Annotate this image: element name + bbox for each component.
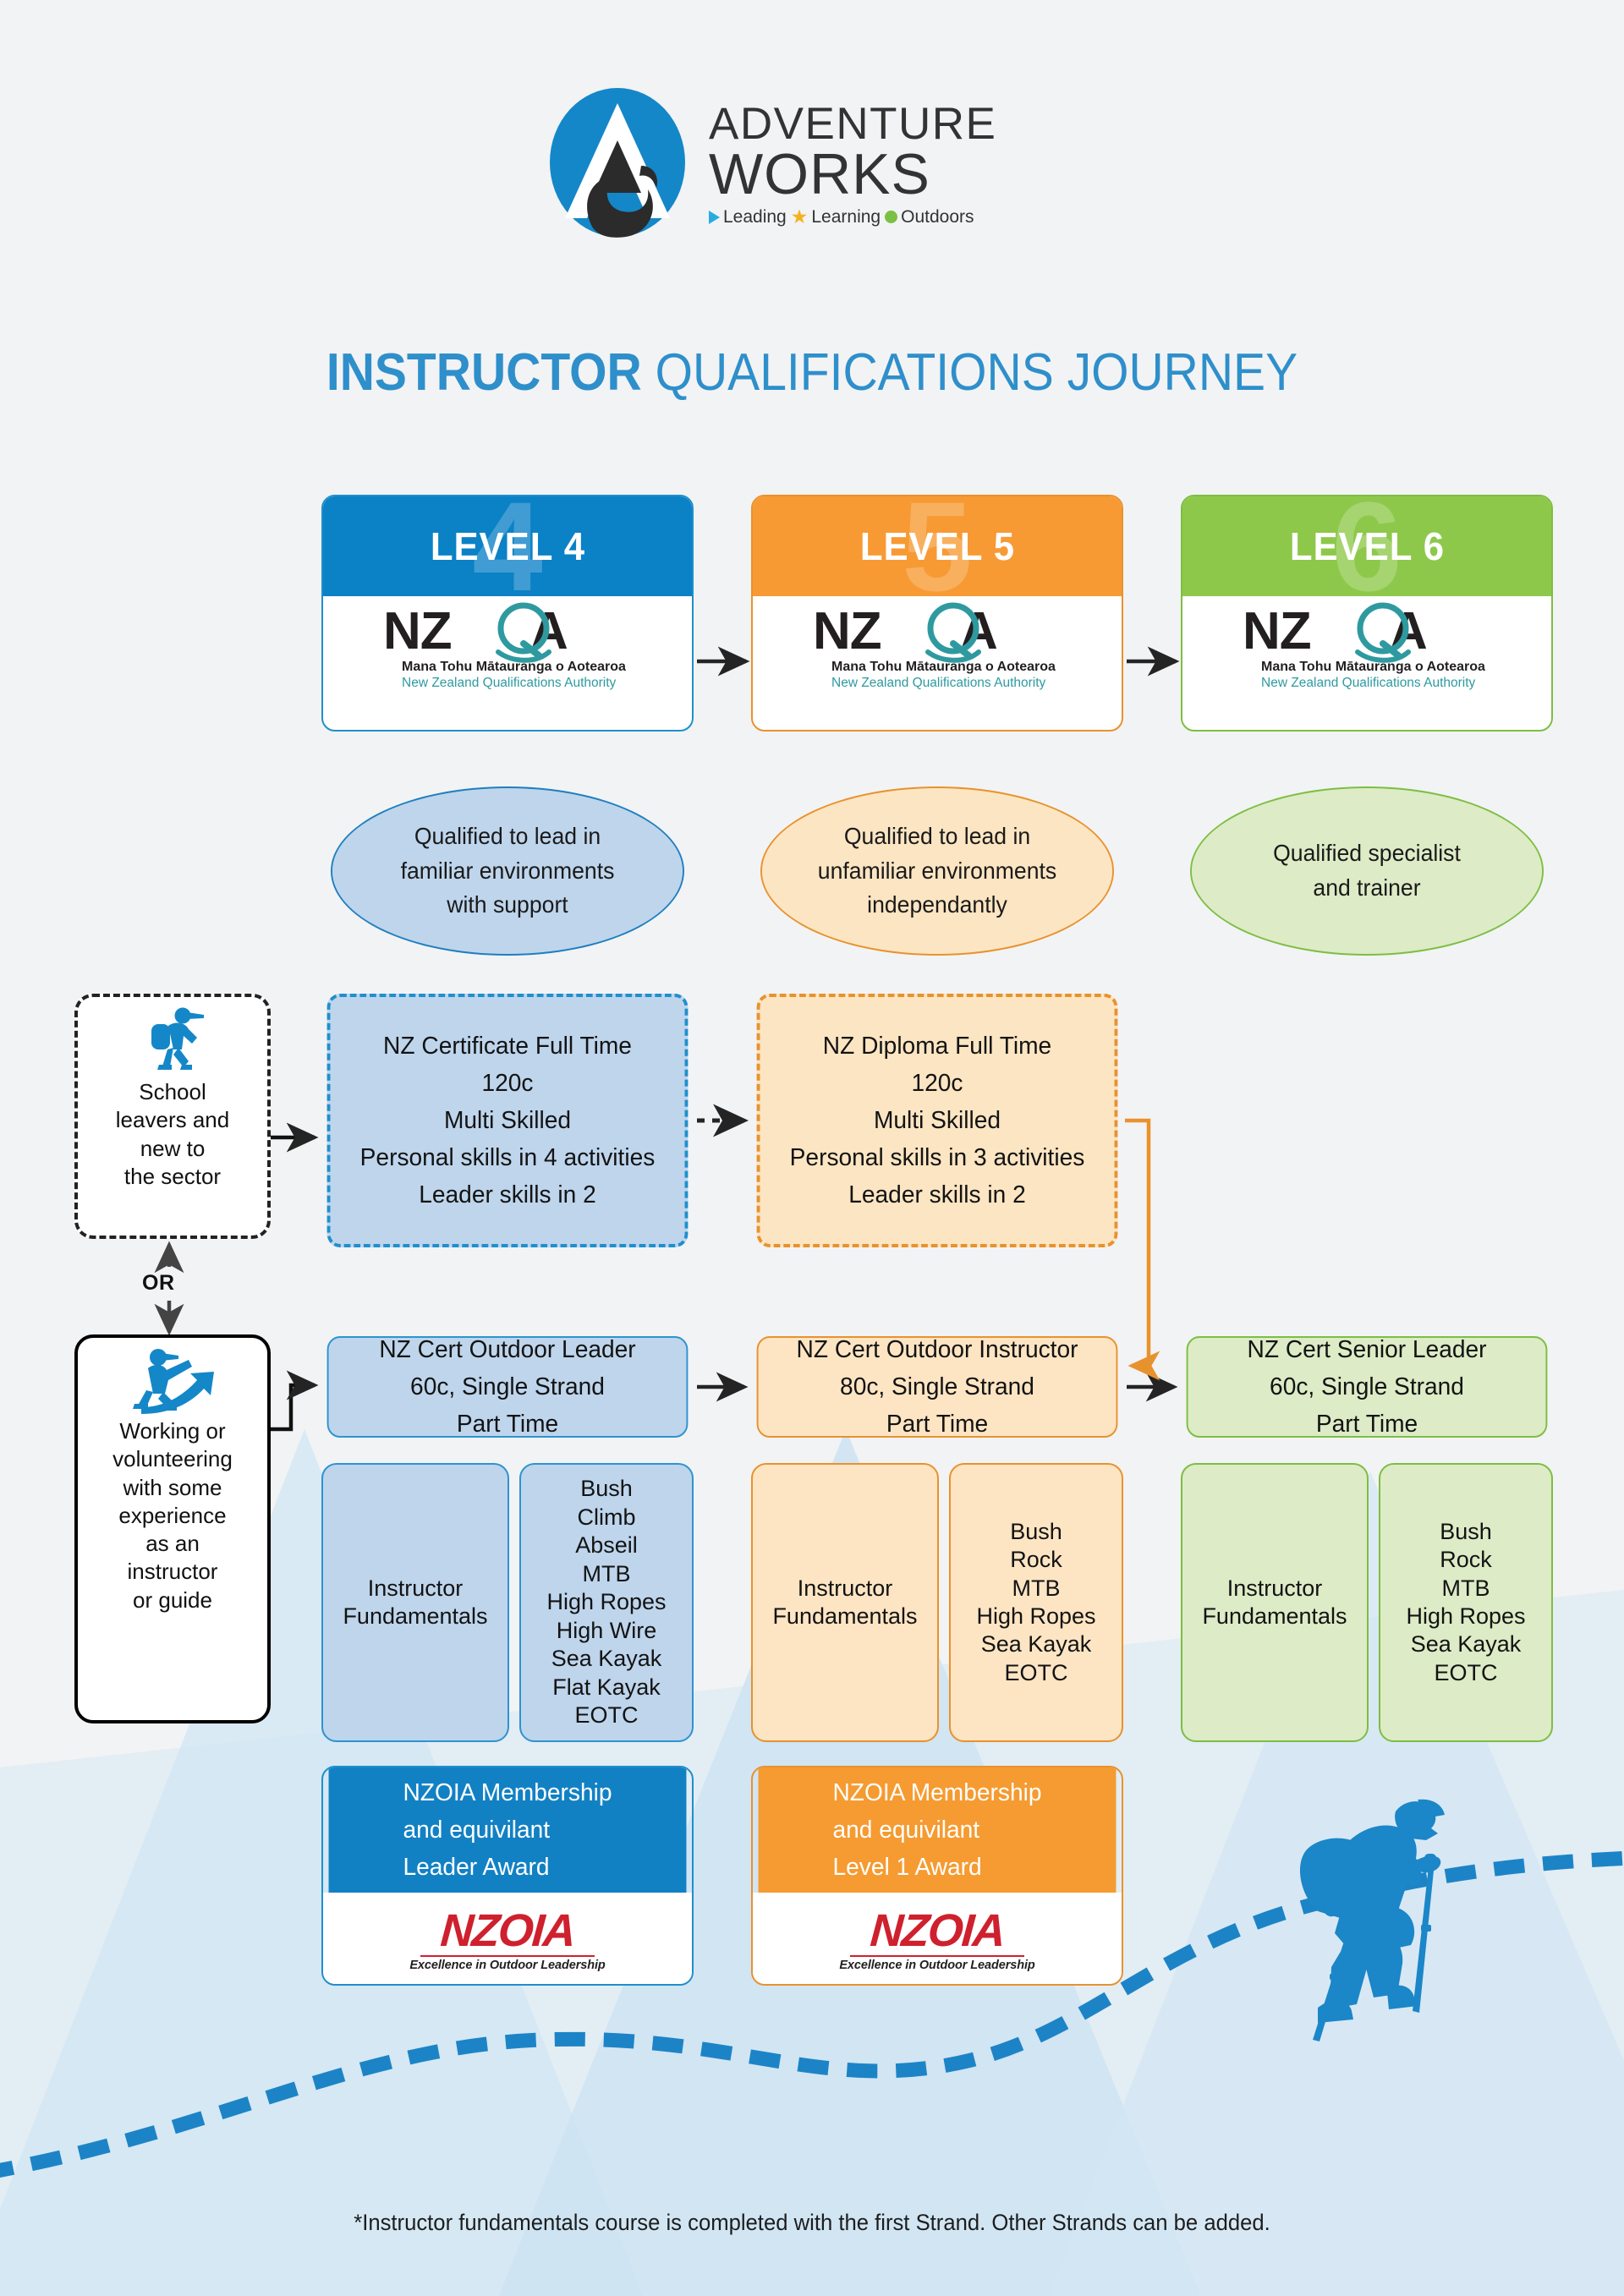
fulltime-cert-line-3: Multi Skilled [443,1106,572,1134]
fundamentals-label-level6: Instructor Fundamentals [1202,1575,1347,1629]
fundamentals-box-level6: Instructor Fundamentals [1181,1463,1369,1742]
fundamentals-label-level4: Instructor Fundamentals [343,1575,488,1629]
tagline-learning: Learning [811,206,881,227]
climber-arrow-icon [133,1349,214,1414]
fulltime-cert-line-2: 120c [481,1069,534,1097]
svg-text:New Zealand Qualifications Aut: New Zealand Qualifications Authority [831,676,1046,690]
nzqa-logo-icon: NZ A Mana Tohu Mātauranga o Aotearoa New… [383,602,626,690]
fulltime-box-diploma: NZ Diploma Full Time 120c Multi Skilled … [756,994,1118,1247]
fulltime-dip-line-2: 120c [911,1069,963,1097]
brand-name-line2: WORKS [709,142,930,207]
parttime-instructor-line-2: 80c, Single Strand [840,1373,1034,1400]
outcome-ellipse-level5: Qualified to lead in unfamiliar environm… [760,786,1114,956]
parttime-leader-line-1: NZ Cert Outdoor Leader [379,1335,636,1363]
svg-text:New Zealand Qualifications Aut: New Zealand Qualifications Authority [1261,676,1476,690]
level-label-4: LEVEL 4 [430,524,585,568]
svg-text:Mana Tohu Mātauranga o Aotearo: Mana Tohu Mātauranga o Aotearoa [1261,660,1485,674]
page-title-light: QUALIFICATIONS JOURNEY [641,343,1298,402]
outcome-ellipse-level4: Qualified to lead in familiar environmen… [331,786,684,956]
strand-list-level5: Bush Rock MTB High Ropes Sea Kayak EOTC [949,1463,1123,1742]
svg-text:New Zealand Qualifications Aut: New Zealand Qualifications Authority [402,676,617,690]
nzoia-logo-icon: NZOIA Excellence in Outdoor Leadership [409,1905,606,1973]
award-card-level1: NZOIA Membership and equivilant Level 1 … [751,1766,1123,1986]
strand-list-level4: Bush Climb Abseil MTB High Ropes High Wi… [519,1463,694,1742]
nzoia-rule [850,1955,1024,1958]
nzoia-wordmark: NZOIA [438,1905,577,1957]
strand-list-level6: Bush Rock MTB High Ropes Sea Kayak EOTC [1379,1463,1553,1742]
page-title: INSTRUCTOR QUALIFICATIONS JOURNEY [65,342,1559,403]
circle-icon [885,211,898,224]
nzoia-wordmark: NZOIA [868,1905,1007,1957]
strand-items-level6: Bush Rock MTB High Ropes Sea Kayak EOTC [1406,1518,1526,1685]
or-label: OR [142,1271,175,1295]
parttime-leader-line-2: 60c, Single Strand [410,1373,605,1400]
nzoia-tagline: Excellence in Outdoor Leadership [839,1959,1035,1973]
hiker-silhouette-icon [1299,1799,1445,2041]
fulltime-cert-line-1: NZ Certificate Full Time [383,1032,632,1060]
brand-name-line1: ADVENTURE [709,99,997,150]
parttime-senior-line-3: Part Time [1315,1411,1418,1438]
parttime-senior-line-1: NZ Cert Senior Leader [1247,1335,1487,1363]
hiker-backpack-icon [151,1007,204,1070]
persona-text-school-leavers: School leavers and new to the sector [115,1079,230,1189]
fulltime-dip-line-1: NZ Diploma Full Time [822,1032,1052,1060]
star-icon: ★ [790,205,809,228]
fundamentals-box-level4: Instructor Fundamentals [321,1463,509,1742]
page-title-bold: INSTRUCTOR [326,343,642,402]
fulltime-dip-line-5: Leader skills in 2 [848,1181,1026,1209]
brand-logo: ADVENTURE WORKS Leading ★ Learning Outdo… [541,80,1066,249]
award-card-leader: NZOIA Membership and equivilant Leader A… [321,1766,694,1986]
strand-items-level5: Bush Rock MTB High Ropes Sea Kayak EOTC [976,1518,1096,1685]
nzoia-tagline: Excellence in Outdoor Leadership [409,1959,606,1973]
parttime-leader-line-3: Part Time [456,1411,559,1438]
outcome-text-level4: Qualified to lead in familiar environmen… [400,823,615,918]
parttime-instructor-line-1: NZ Cert Outdoor Instructor [796,1335,1078,1363]
footnote-text: *Instructor fundamentals course is compl… [354,2210,1270,2235]
nzqa-logo-icon: NZ A Mana Tohu Mātauranga o Aotearoa New… [813,602,1056,690]
fulltime-dip-line-4: Personal skills in 3 activities [789,1144,1085,1172]
outcome-text-level5: Qualified to lead in unfamiliar environm… [817,823,1057,918]
nzoia-rule [420,1955,595,1958]
svg-text:Mana Tohu Mātauranga o Aotearo: Mana Tohu Mātauranga o Aotearoa [831,660,1056,674]
fundamentals-box-level5: Instructor Fundamentals [751,1463,939,1742]
award-text-leader: NZOIA Membership and equivilant Leader A… [403,1778,612,1882]
fulltime-cert-line-4: Personal skills in 4 activities [359,1144,656,1172]
play-triangle-icon [709,210,720,224]
tagline-leading: Leading [723,206,787,227]
fundamentals-label-level5: Instructor Fundamentals [772,1575,918,1629]
tagline-outdoors: Outdoors [901,206,974,227]
level-label-6: LEVEL 6 [1289,524,1445,568]
level-card-4: 4 LEVEL 4 NZ A Mana Tohu Mātauranga o Ao… [321,495,694,732]
persona-working-volunteering: Working or volunteering with some experi… [74,1334,271,1723]
nzqa-logo-icon: NZ A Mana Tohu Mātauranga o Aotearoa New… [1243,602,1485,690]
fulltime-box-certificate: NZ Certificate Full Time 120c Multi Skil… [326,994,689,1247]
strand-items-level4: Bush Climb Abseil MTB High Ropes High Wi… [546,1476,667,1729]
parttime-box-outdoor-leader: NZ Cert Outdoor Leader 60c, Single Stran… [326,1336,689,1438]
adventure-works-mark-icon [550,88,685,238]
brand-tagline: Leading ★ Learning Outdoors [709,207,974,227]
nzoia-logo-icon: NZOIA Excellence in Outdoor Leadership [839,1905,1035,1973]
persona-text-working: Working or volunteering with some experi… [112,1418,233,1613]
level-card-5: 5 LEVEL 5 NZ A Mana Tohu Mātauranga o Ao… [751,495,1123,732]
fulltime-cert-line-5: Leader skills in 2 [419,1181,596,1209]
parttime-instructor-line-3: Part Time [886,1411,989,1438]
svg-text:NZ: NZ [1243,602,1311,660]
parttime-senior-line-2: 60c, Single Strand [1270,1373,1464,1400]
svg-text:NZ: NZ [813,602,881,660]
parttime-box-outdoor-instructor: NZ Cert Outdoor Instructor 80c, Single S… [756,1336,1118,1438]
outcome-text-level6: Qualified specialist and trainer [1273,840,1461,901]
fulltime-dip-line-3: Multi Skilled [873,1106,1001,1134]
persona-school-leavers: School leavers and new to the sector [74,994,271,1239]
parttime-box-senior-leader: NZ Cert Senior Leader 60c, Single Strand… [1186,1336,1548,1438]
level-label-5: LEVEL 5 [859,524,1015,568]
svg-text:Mana Tohu Mātauranga o Aotearo: Mana Tohu Mātauranga o Aotearoa [402,660,626,674]
award-text-level1: NZOIA Membership and equivilant Level 1 … [832,1778,1042,1882]
level-card-6: 6 LEVEL 6 NZ A Mana Tohu Mātauranga o Ao… [1181,495,1553,732]
svg-text:NZ: NZ [383,602,452,660]
outcome-ellipse-level6: Qualified specialist and trainer [1190,786,1544,956]
